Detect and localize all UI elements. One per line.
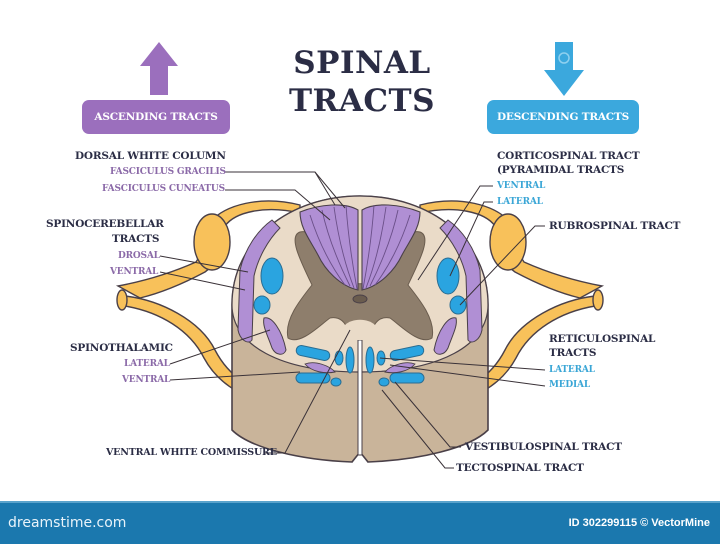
ascending-tracts-badge: ASCENDING TRACTS bbox=[82, 100, 230, 134]
fasciculus-gracilis-label: FASCICULUS GRACILIS bbox=[110, 167, 226, 177]
dorsal-white-column-label: DORSAL WHITE COLUMN bbox=[75, 150, 226, 162]
descending-tracts-badge: DESCENDING TRACTS bbox=[487, 100, 639, 134]
watermark-footer: dreamstime.com ID 302299115 © VectorMine bbox=[0, 501, 720, 544]
spinothalamic-ventral-label: VENTRAL bbox=[122, 375, 171, 385]
corticospinal-ventral-label: VENTRAL bbox=[497, 181, 546, 191]
tectospinal-label: TECTOSPINAL TRACT bbox=[456, 462, 584, 474]
spinocerebellar-label-line2: TRACTS bbox=[112, 233, 160, 245]
page-title: SPINAL TRACTS bbox=[282, 44, 442, 120]
spinothalamic-label: SPINOTHALAMIC bbox=[70, 342, 173, 354]
reticulospinal-lateral-label: LATERAL bbox=[549, 365, 595, 375]
rubrospinal-label: RUBROSPINAL TRACT bbox=[549, 220, 681, 232]
ventral-white-commissure-label: VENTRAL WHITE COMMISSURE bbox=[106, 447, 277, 458]
corticospinal-label-line1: CORTICOSPINAL TRACT bbox=[497, 150, 640, 162]
title-line-2: TRACTS bbox=[288, 83, 435, 119]
nerve-roots bbox=[115, 200, 605, 411]
image-credit: ID 302299115 © VectorMine bbox=[568, 517, 710, 529]
spinothalamic-lateral-label: LATERAL bbox=[124, 359, 170, 369]
reticulospinal-label-line2: TRACTS bbox=[549, 347, 597, 359]
corticospinal-lateral-label: LATERAL bbox=[497, 197, 543, 207]
arrow-up-icon bbox=[140, 42, 178, 95]
vestibulospinal-label: VESTIBULOSPINAL TRACT bbox=[465, 441, 622, 453]
spinal-cord-cross-section bbox=[231, 195, 489, 463]
reticulospinal-medial-label: MEDIAL bbox=[549, 380, 590, 390]
reticulospinal-label-line1: RETICULOSPINAL bbox=[549, 333, 656, 345]
title-line-1: SPINAL bbox=[293, 45, 431, 81]
fasciculus-cuneatus-label: FASCICULUS CUNEATUS bbox=[102, 184, 225, 194]
arrow-down-icon bbox=[544, 42, 584, 96]
leader-lines bbox=[159, 171, 546, 469]
corticospinal-label-line2: (PYRAMIDAL TRACTS bbox=[497, 164, 625, 176]
spinocerebellar-label-line1: SPINOCEREBELLAR bbox=[46, 218, 164, 230]
dreamstime-logo[interactable]: dreamstime.com bbox=[8, 515, 127, 531]
spinocerebellar-ventral-label: VENTRAL bbox=[110, 267, 159, 277]
spinocerebellar-dorsal-label: DROSAL bbox=[118, 251, 160, 261]
